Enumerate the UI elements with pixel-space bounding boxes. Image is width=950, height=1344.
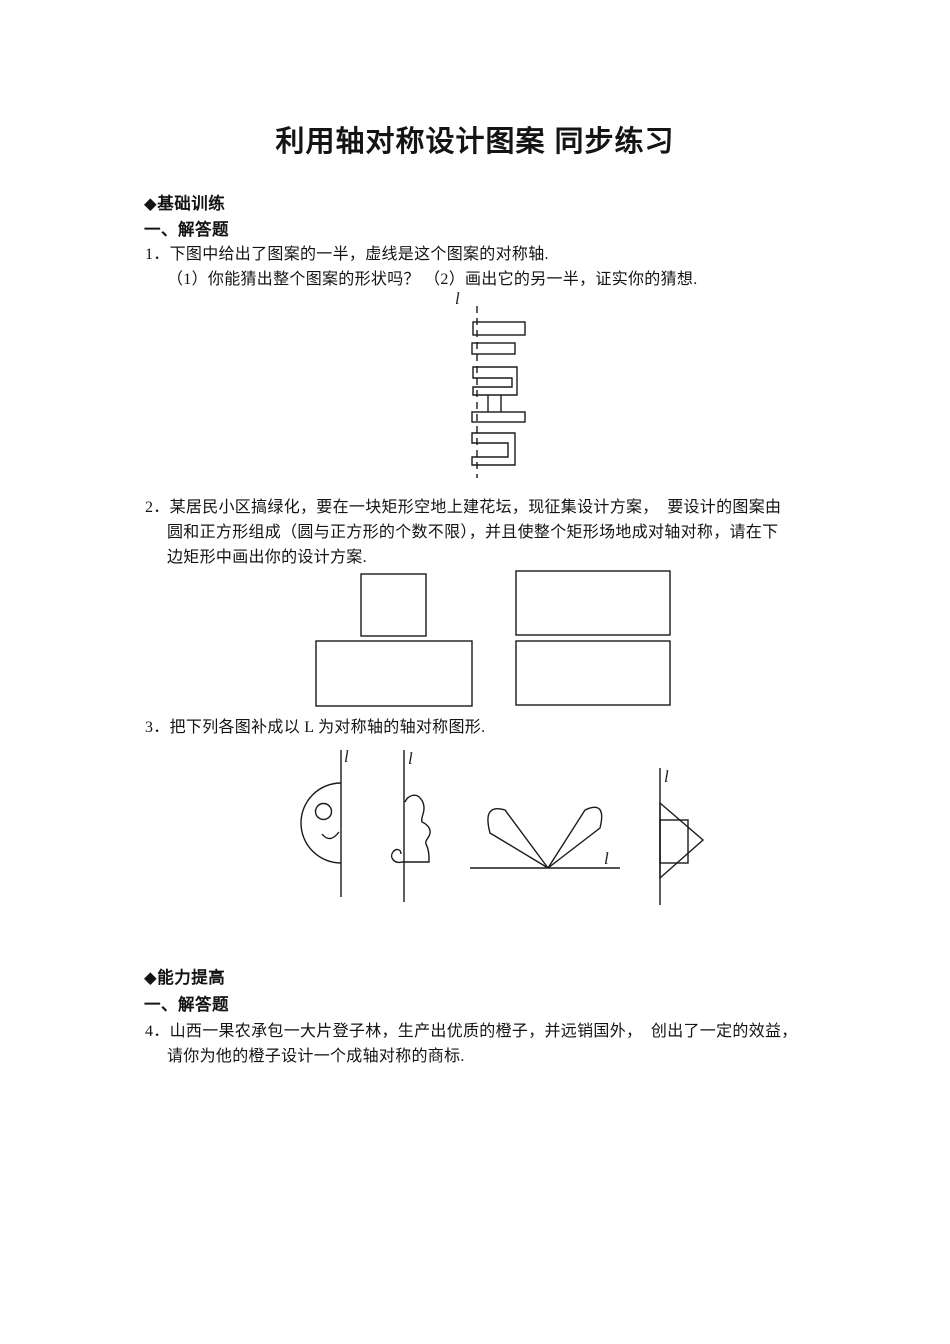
q3a-eye-circle [314,802,333,821]
q3b-blob-outline [390,794,431,864]
q1-pattern-c-shape-upper [472,366,518,396]
q3c-right-petal [547,806,603,869]
section-heading-basic: ◆基础训练 [144,195,226,213]
q2-figure-rectangles [315,570,671,707]
section-heading-advanced: ◆能力提高 [144,969,226,987]
q1-text-line-1: 1．下图中给出了图案的一半，虚线是这个图案的对称轴. [145,246,549,263]
q3a-smile-arc [321,831,340,840]
q3c-left-petal [487,808,549,869]
q1-pattern-c-shape-lower [471,432,516,466]
subsection-heading-basic: 一、解答题 [144,221,229,239]
q1-axis-label: l [455,289,460,308]
q3d-triangle [659,801,705,880]
q3c-axis-label: l [604,849,609,868]
q3-subfigure-petals: l [470,806,620,869]
q1-text-line-2: （1）你能猜出整个图案的形状吗？ （2）画出它的另一半，证实你的猜想. [167,271,698,288]
q3-subfigure-half-face: l [300,747,349,897]
page-title: 利用轴对称设计图案 同步练习 [275,126,675,158]
q1-pattern-bar-2 [471,342,516,355]
q2-rectangle-top-right [515,570,671,636]
q2-text-line-3: 边矩形中画出你的设计方案. [167,549,367,566]
q3d-axis-label: l [664,767,669,786]
q3a-axis-label: l [344,747,349,766]
q1-figure-half-pattern: l [455,289,526,478]
q3d-square [659,819,689,864]
q2-square-top-left [360,573,427,637]
q3-subfigure-half-blob: l [390,749,431,902]
q3-subfigure-triangle-square: l [659,767,705,905]
q4-text-line-2: 请你为他的橙子设计一个成轴对称的商标. [167,1048,465,1065]
q2-rectangle-bottom-left [315,640,473,707]
q3-figure-group: l l l l [300,747,705,905]
q1-pattern-bar-3 [471,411,526,423]
q4-text-line-1: 4．山西一果农承包一大片登子林，生产出优质的橙子，并远销国外， 创出了一定的效益… [145,1023,798,1040]
q2-rectangle-bottom-right [515,640,671,706]
q3a-half-face-outline [300,782,342,864]
q3b-axis-label: l [408,749,413,768]
subsection-heading-advanced: 一、解答题 [144,996,229,1014]
q3-text-line-1: 3．把下列各图补成以 L 为对称轴的轴对称图形. [145,719,486,736]
q2-text-line-2: 圆和正方形组成（圆与正方形的个数不限），并且使整个矩形场地成对轴对称，请在下 [167,524,779,541]
q2-text-line-1: 2．某居民小区搞绿化，要在一块矩形空地上建花坛，现征集设计方案， 要设计的图案由 [145,499,782,516]
q1-pattern-bar-1 [472,321,526,336]
